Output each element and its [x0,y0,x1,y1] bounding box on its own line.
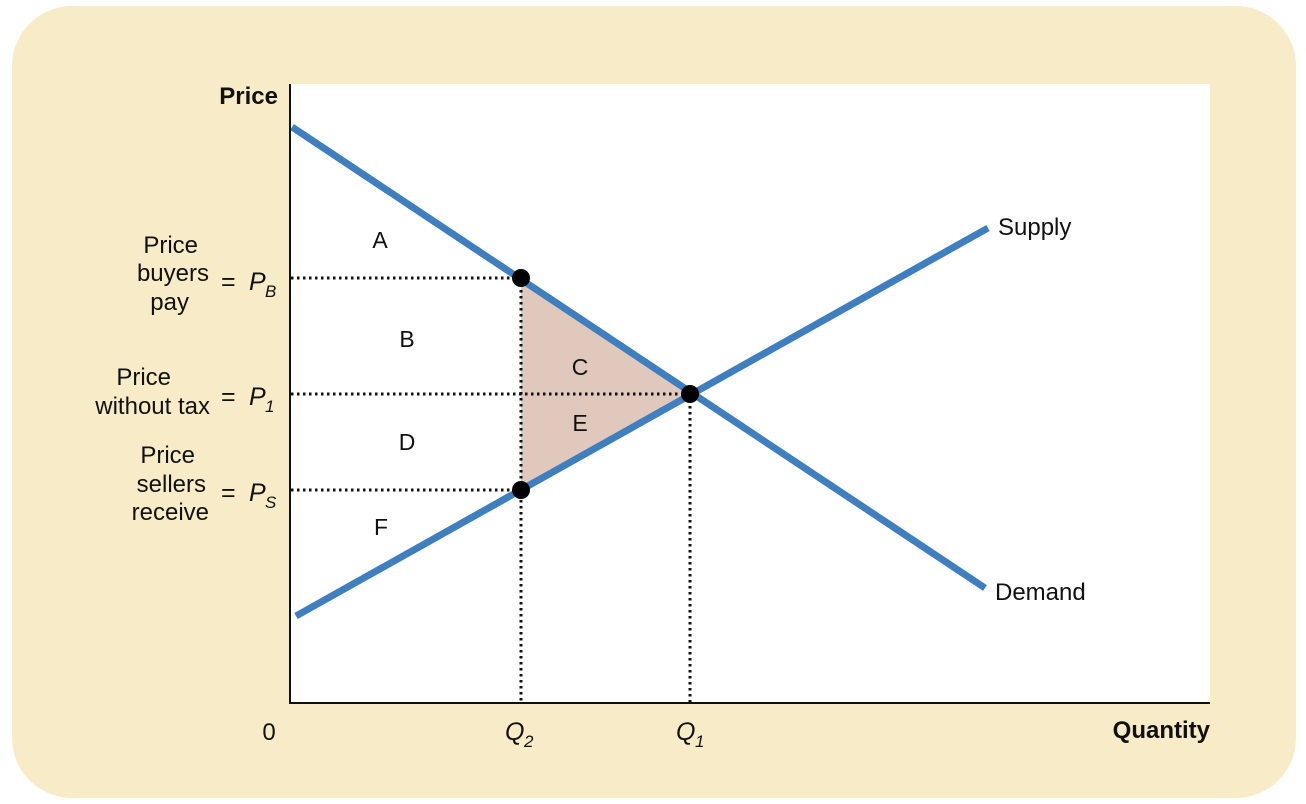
x-axis-title: Quantity [1113,717,1211,744]
q1-symbol: Q [676,718,695,746]
p1-description-line-1: Price [116,364,171,391]
supply-curve [294,224,990,620]
pb-symbol: P [249,268,266,296]
demand-curve [290,124,987,591]
ps-description-line-3: receive [132,499,209,526]
origin-label: 0 [262,719,275,746]
region-d-label: D [399,429,416,455]
price-buyers-pay-label: Price buyers pay = P B [137,232,276,316]
ps-equals-sign: = [221,479,236,507]
pb-description-line-2: buyers [137,260,209,287]
y-axis-title: Price [219,83,278,110]
price-without-tax-label: Price without tax = P 1 [94,364,274,420]
demand-label: Demand [995,579,1086,606]
ps-point [512,481,530,499]
ps-symbol: P [249,479,266,507]
ps-subscript: S [265,493,277,512]
ps-description-line-2: sellers [137,471,206,498]
price-sellers-receive-label: Price sellers receive = P S [132,442,277,526]
supply-label: Supply [998,214,1071,241]
p1-symbol: P [249,383,266,411]
q1-subscript: 1 [695,732,704,751]
pb-description-line-3: pay [150,289,189,316]
ps-description-line-1: Price [140,442,195,469]
p1-equals-sign: = [221,383,236,411]
q2-subscript: 2 [523,732,534,751]
q2-symbol: Q [505,718,524,746]
equilibrium-point [681,385,699,403]
pb-description-line-1: Price [143,232,198,259]
pb-subscript: B [265,282,276,301]
region-e-label: E [572,410,587,436]
deadweight-loss-triangle [521,278,690,490]
q2-label: Q 2 [505,718,534,751]
region-b-label: B [399,326,414,352]
plot-area [290,84,1210,704]
pb-point [512,269,530,287]
p1-description-line-2: without tax [94,393,210,420]
region-f-label: F [374,514,388,540]
pb-equals-sign: = [221,268,236,296]
region-a-label: A [372,227,388,253]
p1-subscript: 1 [265,397,274,416]
q1-label: Q 1 [676,718,704,751]
region-c-label: C [572,354,589,380]
